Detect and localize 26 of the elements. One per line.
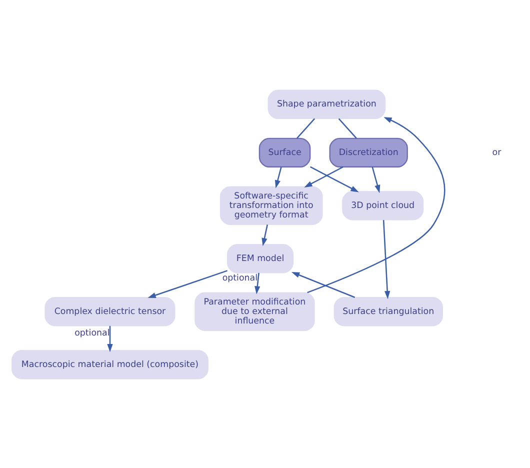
connector bbox=[338, 118, 357, 138]
node-box: Complex dielectric tensor bbox=[44, 296, 176, 326]
node-box: Surface triangulation bbox=[334, 296, 443, 326]
arrow bbox=[382, 220, 390, 299]
node-box: Discretization bbox=[329, 137, 408, 167]
arrow bbox=[262, 224, 268, 246]
arrow bbox=[310, 166, 359, 192]
arrow bbox=[307, 116, 446, 293]
arrow bbox=[304, 166, 344, 187]
edge-label: optional bbox=[74, 328, 110, 338]
node-box: Surface bbox=[258, 137, 311, 167]
connector bbox=[296, 118, 316, 138]
arrow bbox=[148, 270, 228, 298]
arrow bbox=[274, 166, 282, 188]
node-box: FEM model bbox=[227, 243, 294, 273]
arrow bbox=[254, 272, 260, 294]
node-box: Software-specific transformation into geometry format bbox=[220, 186, 323, 225]
arrow bbox=[372, 166, 380, 193]
arrow bbox=[107, 325, 113, 352]
node-box: 3D point cloud bbox=[342, 190, 424, 220]
edge-label: optional bbox=[222, 272, 258, 283]
arrow bbox=[291, 271, 356, 298]
label: or bbox=[492, 147, 502, 158]
node-box: Parameter modification due to external influence bbox=[194, 292, 315, 330]
node-box: Macroscopic material model (composite) bbox=[12, 349, 208, 379]
node-box: Shape parametrization bbox=[268, 89, 386, 119]
